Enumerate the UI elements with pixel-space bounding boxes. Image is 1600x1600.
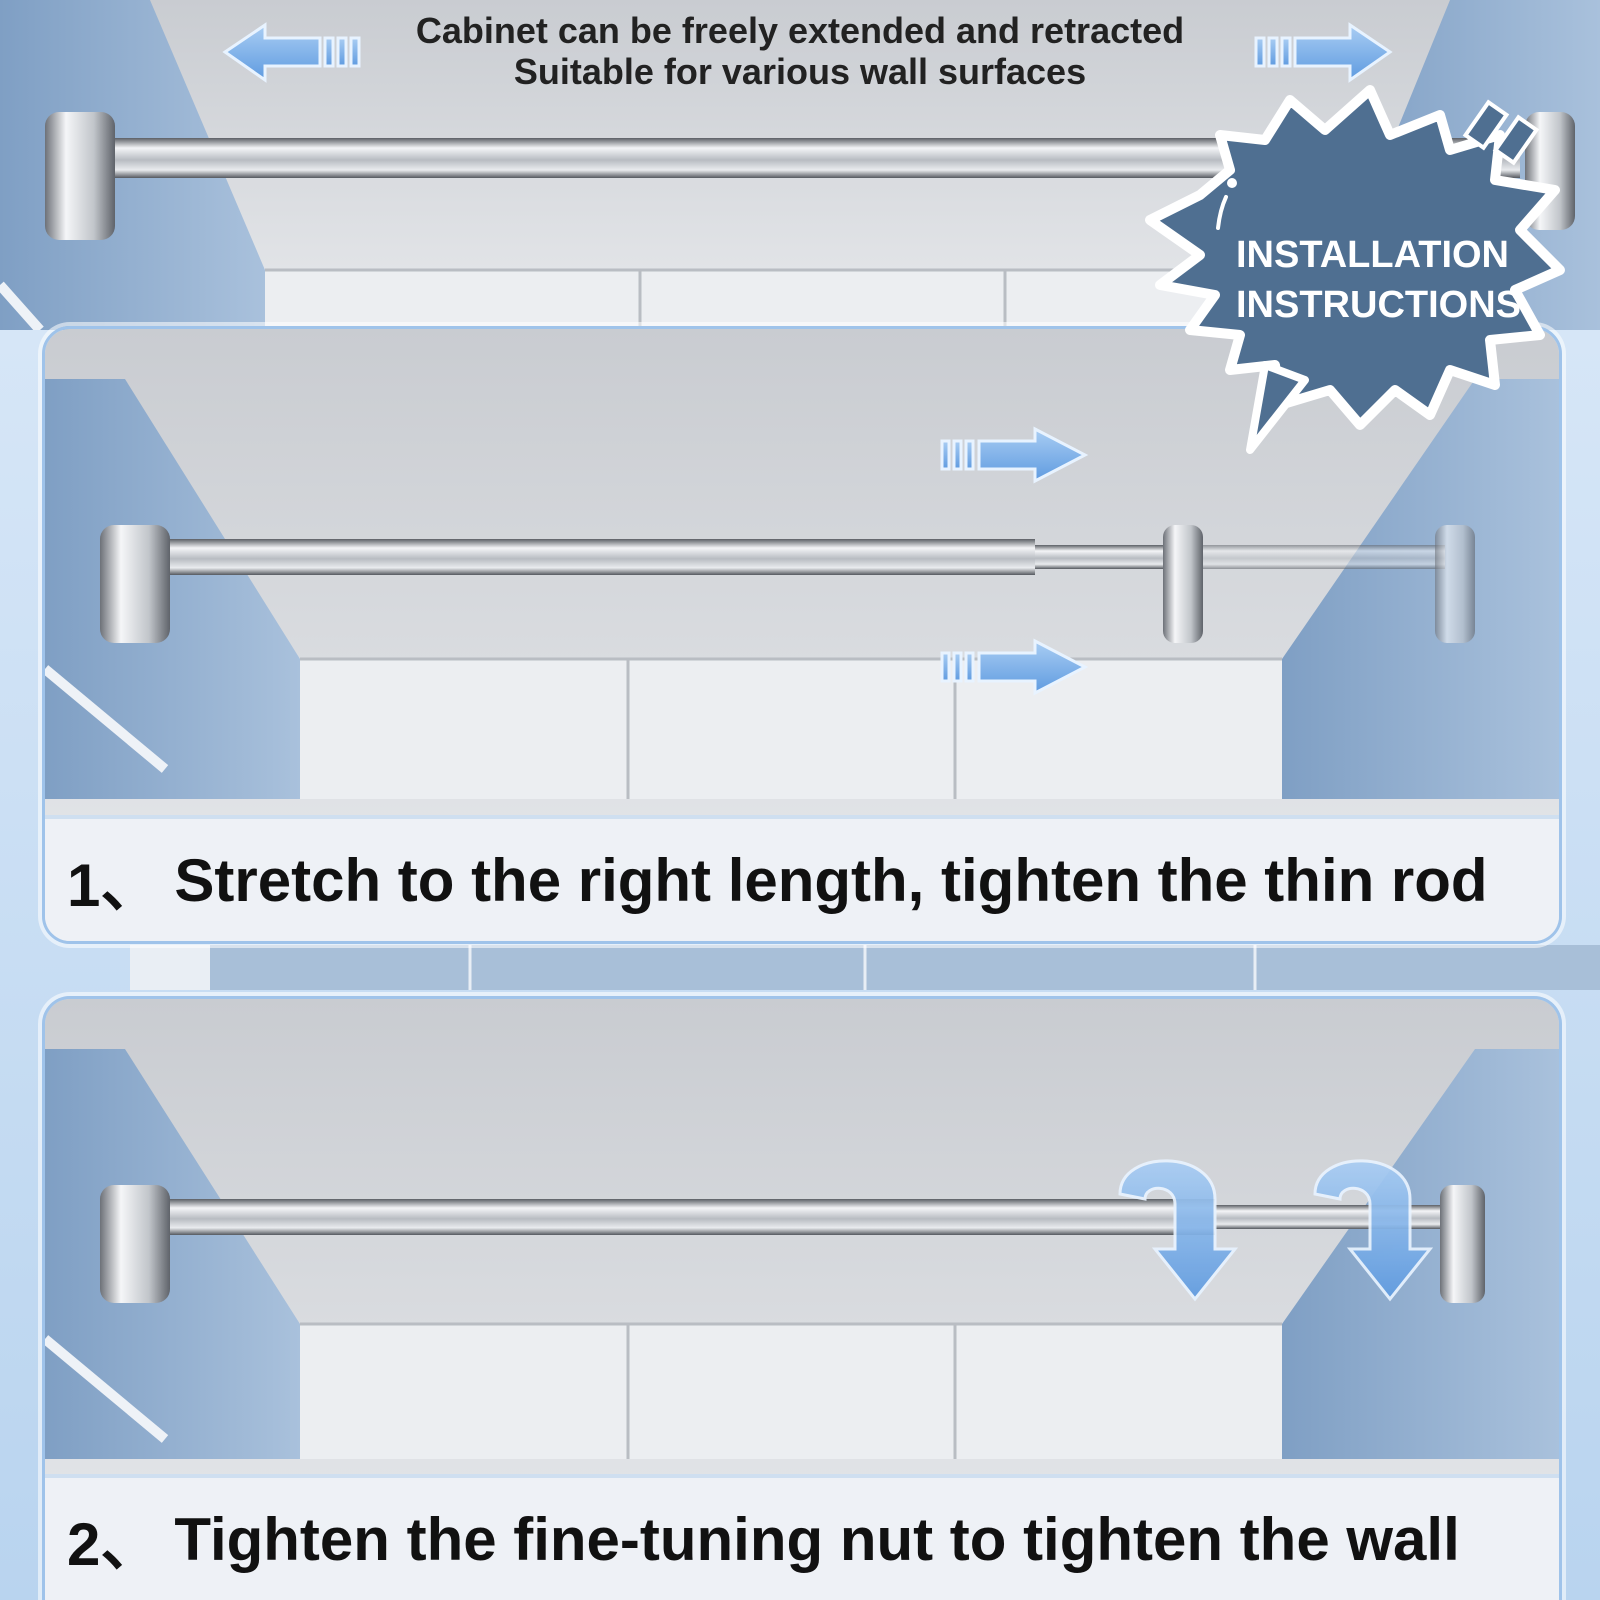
header-text: Cabinet can be freely extended and retra… [300, 10, 1300, 92]
badge-line-2: INSTRUCTIONS [1236, 284, 1521, 326]
step-1-panel: 1、 Stretch to the right length, tighten … [42, 326, 1562, 944]
header-line-1: Cabinet can be freely extended and retra… [415, 10, 1185, 51]
badge-line-1: INSTALLATION [1236, 234, 1509, 276]
step-2-caption: 2、 Tighten the fine-tuning nut to tighte… [45, 1474, 1559, 1600]
header-line-2: Suitable for various wall surfaces [513, 51, 1087, 92]
step-2-panel: 2、 Tighten the fine-tuning nut to tighte… [42, 996, 1562, 1600]
step-1-caption: 1、 Stretch to the right length, tighten … [45, 815, 1559, 941]
step-1-number: 1、 [67, 851, 161, 919]
step-2-number: 2、 [67, 1510, 161, 1578]
installation-badge [1145, 85, 1565, 454]
info-icon [1216, 178, 1237, 230]
step-1-text: Stretch to the right length, tighten the… [174, 846, 1488, 914]
step-2-text: Tighten the fine-tuning nut to tighten t… [174, 1505, 1460, 1573]
installation-badge-text: INSTALLATION INSTRUCTIONS [1236, 230, 1536, 330]
